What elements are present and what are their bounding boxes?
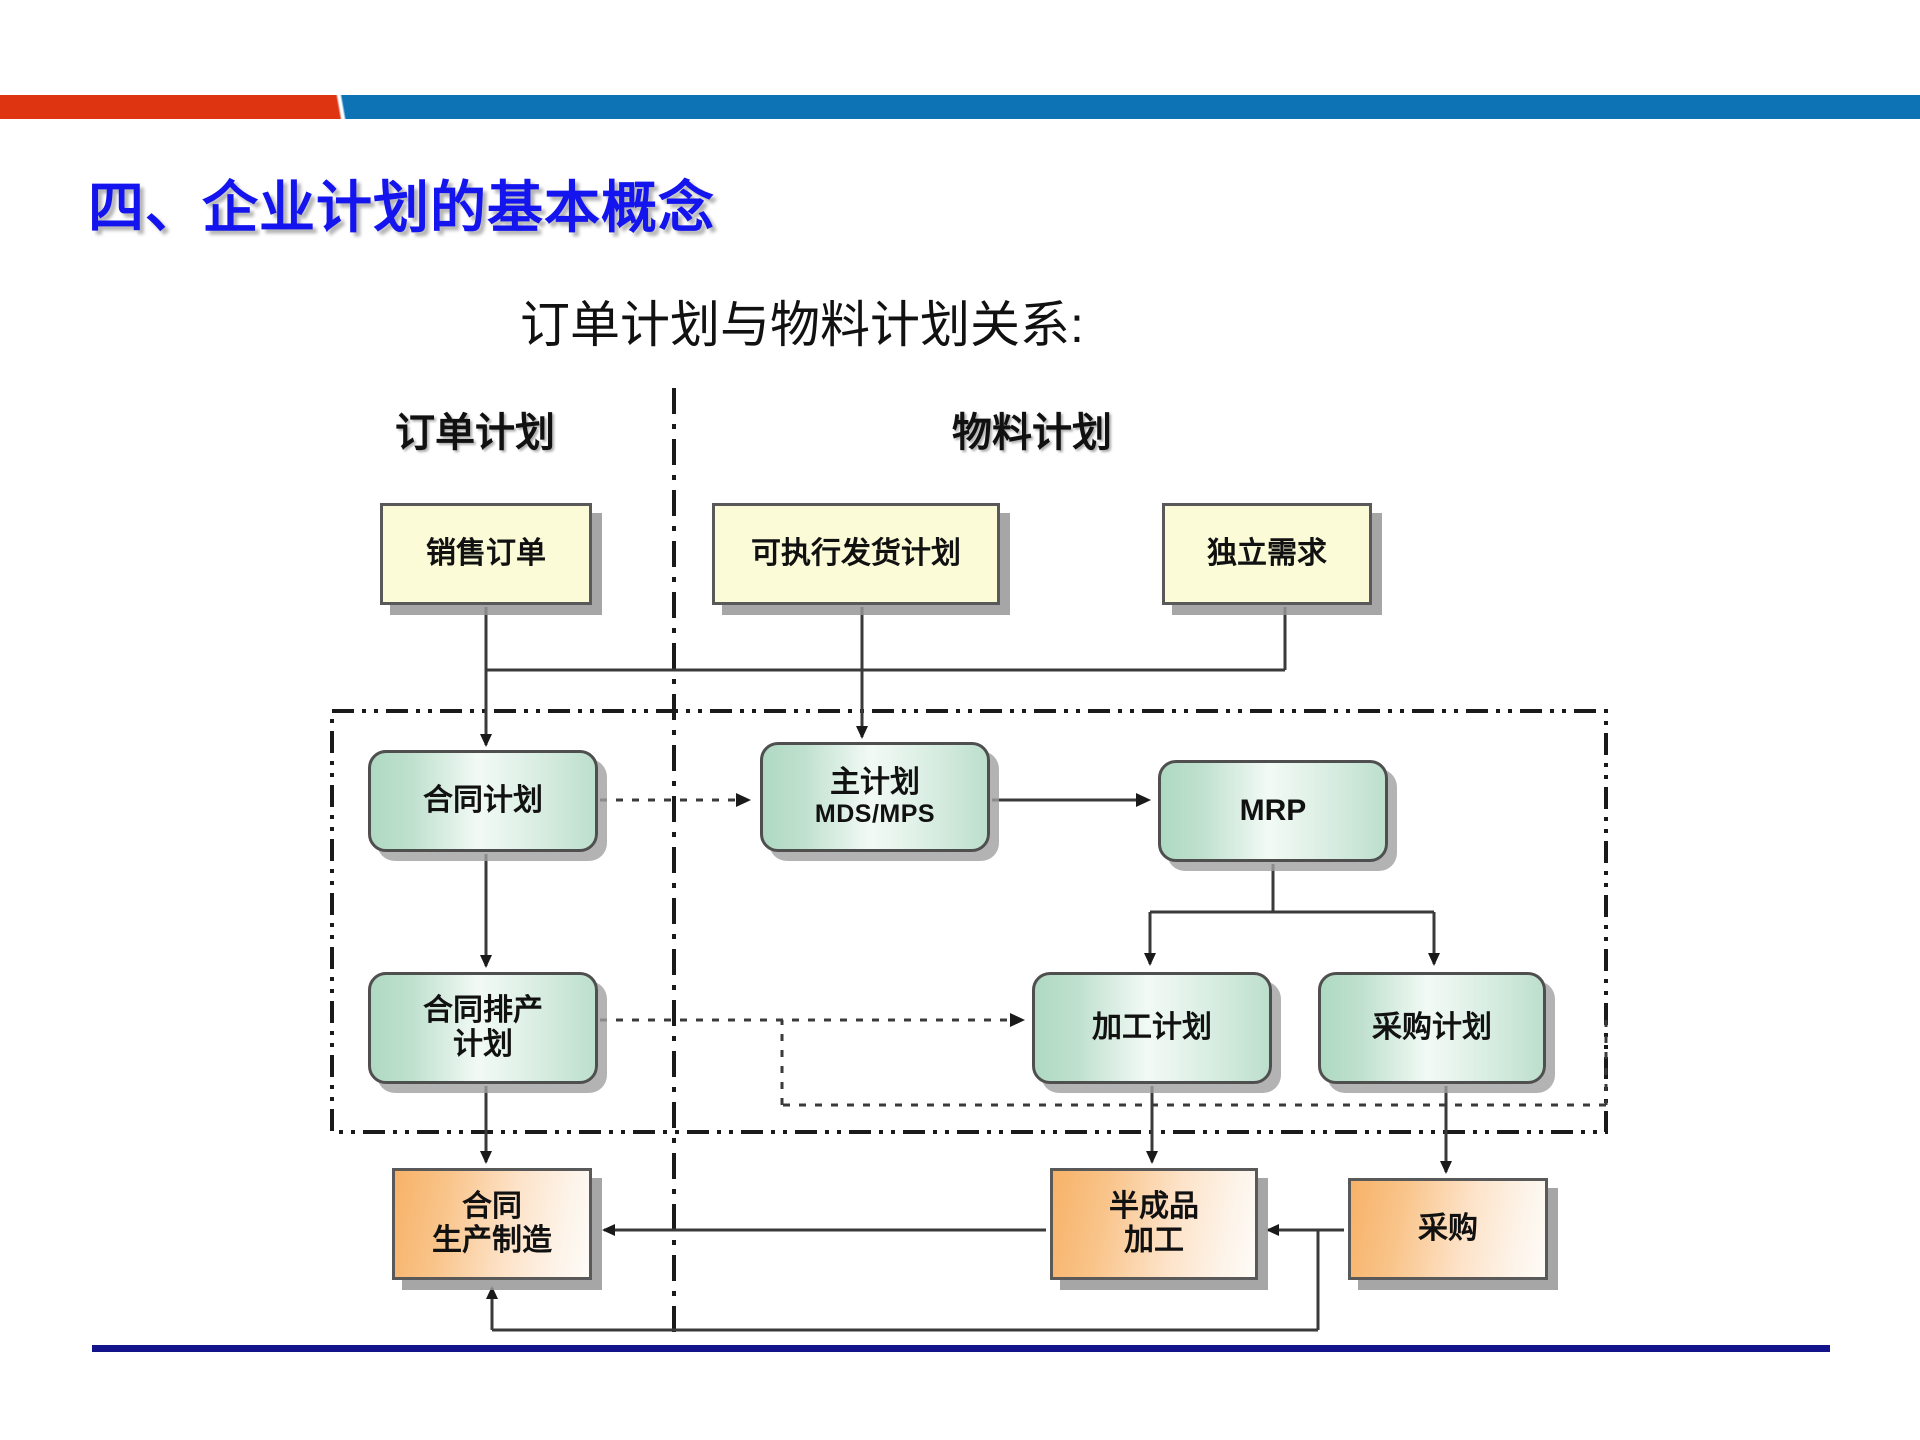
top-bar-red-segment bbox=[0, 95, 336, 119]
node-master-plan-label: 主计划 bbox=[830, 766, 920, 800]
node-purchase-plan-label: 采购计划 bbox=[1372, 1011, 1492, 1045]
node-contract-production-schedule-label-2: 计划 bbox=[453, 1028, 513, 1061]
node-mrp[interactable]: MRP bbox=[1158, 760, 1388, 862]
node-contract-production-schedule[interactable]: 合同排产 计划 bbox=[368, 972, 598, 1084]
node-master-plan[interactable]: 主计划 MDS/MPS bbox=[760, 742, 990, 852]
node-semi-finished-processing[interactable]: 半成品 加工 bbox=[1050, 1168, 1258, 1280]
node-contract-plan-label: 合同计划 bbox=[423, 784, 543, 818]
column-header-material-plan: 物料计划 bbox=[952, 411, 1112, 455]
node-independent-demand-label: 独立需求 bbox=[1207, 537, 1327, 571]
node-sales-order-label: 销售订单 bbox=[426, 537, 546, 571]
node-independent-demand[interactable]: 独立需求 bbox=[1162, 503, 1372, 605]
footer-rule bbox=[92, 1345, 1830, 1352]
top-bar-blue-segment bbox=[350, 95, 1920, 119]
page-title: 四、企业计划的基本概念 bbox=[88, 176, 715, 239]
node-purchase[interactable]: 采购 bbox=[1348, 1178, 1548, 1280]
node-contract-production-schedule-label-1: 合同排产 bbox=[423, 994, 543, 1028]
node-contract-manufacturing[interactable]: 合同 生产制造 bbox=[392, 1168, 592, 1280]
node-executable-shipping-plan-label: 可执行发货计划 bbox=[751, 537, 961, 571]
node-contract-plan[interactable]: 合同计划 bbox=[368, 750, 598, 852]
column-header-order-plan: 订单计划 bbox=[395, 411, 555, 455]
node-semi-finished-processing-label-1: 半成品 bbox=[1109, 1190, 1199, 1224]
node-executable-shipping-plan[interactable]: 可执行发货计划 bbox=[712, 503, 1000, 605]
top-bar-slant-transition bbox=[330, 95, 352, 119]
node-contract-manufacturing-label-2: 生产制造 bbox=[432, 1224, 552, 1257]
top-decorative-bar bbox=[0, 95, 1920, 119]
node-processing-plan[interactable]: 加工计划 bbox=[1032, 972, 1272, 1084]
node-contract-manufacturing-label-1: 合同 bbox=[462, 1190, 522, 1224]
node-mrp-label: MRP bbox=[1239, 794, 1307, 828]
node-sales-order[interactable]: 销售订单 bbox=[380, 503, 592, 605]
node-processing-plan-label: 加工计划 bbox=[1092, 1011, 1212, 1045]
node-semi-finished-processing-label-2: 加工 bbox=[1124, 1224, 1184, 1257]
subtitle: 订单计划与物料计划关系: bbox=[520, 297, 1084, 353]
node-purchase-plan[interactable]: 采购计划 bbox=[1318, 972, 1546, 1084]
node-purchase-label: 采购 bbox=[1418, 1212, 1478, 1246]
node-master-plan-sublabel: MDS/MPS bbox=[814, 799, 936, 828]
